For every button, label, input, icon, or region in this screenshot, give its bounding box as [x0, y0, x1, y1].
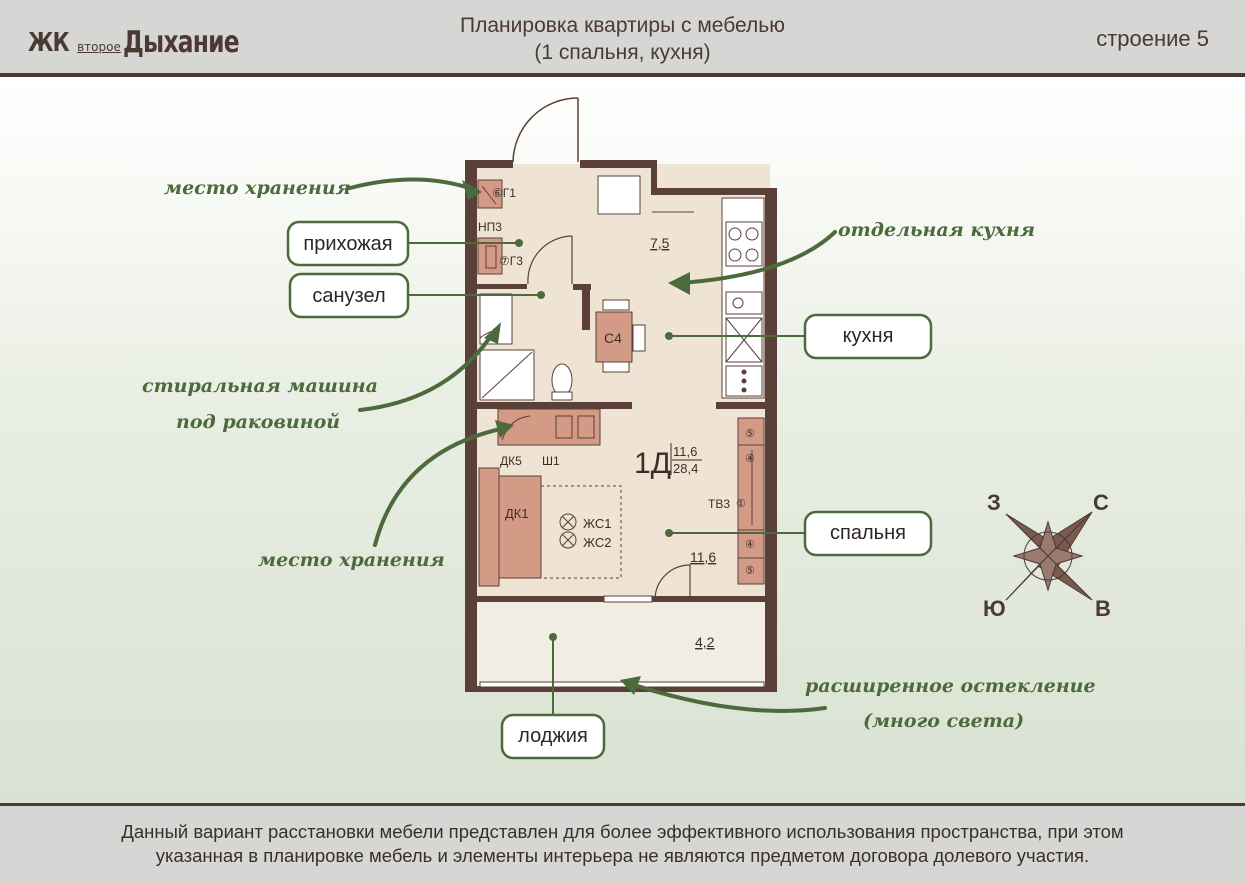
footer-disclaimer: Данный вариант расстановки мебели предст…	[0, 803, 1245, 883]
plan-labels: ⑥Г1 НП3 ⑦Г3 7,5 С4 ДК5 Ш1 ДК1 ЖС1 ЖС2 1Д…	[478, 186, 755, 650]
balcony-door	[654, 564, 691, 599]
logo: ЖК второе Дыхание	[28, 22, 271, 60]
mark-tv3: ТВ3	[708, 497, 730, 511]
compass-s: Ю	[983, 596, 1006, 621]
disclaimer-text: Данный вариант расстановки мебели предст…	[40, 820, 1205, 868]
logo-dykhanie: Дыхание	[122, 25, 240, 60]
mark-n4a: ④	[745, 453, 755, 465]
label-lodzhiya: лоджия	[518, 725, 588, 747]
title-line-1: Планировка квартиры с мебелью	[460, 14, 785, 37]
box-spalnya	[803, 510, 933, 557]
total-area: 28,4	[673, 461, 698, 476]
mark-g1: ⑥Г1	[492, 186, 516, 200]
mark-g3: ⑦Г3	[499, 254, 523, 268]
room-labels: прихожая санузел кухня спальня лоджия	[303, 233, 906, 747]
callout-washer-2: под раковиной	[176, 411, 340, 433]
callout-storage-top: место хранения	[164, 177, 351, 199]
disclaimer-line-2: указанная в планировке мебель и элементы…	[155, 845, 1090, 866]
label-prikhozhaya: прихожая	[303, 233, 392, 255]
floor-plan-svg: ⑥Г1 НП3 ⑦Г3 7,5 С4 ДК5 Ш1 ДК1 ЖС1 ЖС2 1Д…	[142, 97, 1111, 760]
callout-glazing-1: расширенное остекление	[805, 675, 1096, 697]
logo-zk: ЖК	[28, 28, 70, 58]
page-title: Планировка квартиры с мебелью (1 спальня…	[400, 12, 845, 66]
mark-dk5: ДК5	[500, 454, 522, 468]
apartment-type: 1Д	[634, 447, 671, 480]
box-prikhozhaya	[286, 220, 410, 267]
area-kitchen: 7,5	[650, 235, 670, 251]
connector-lines	[408, 242, 805, 716]
living-area: 11,6	[673, 444, 697, 459]
callout-washer-1: стиральная машина	[142, 375, 378, 397]
area-loggia: 4,2	[695, 634, 715, 650]
label-sanuzel: санузел	[312, 285, 385, 307]
entrance-door	[512, 97, 579, 163]
compass-n: С	[1093, 490, 1109, 515]
callout-texts: место хранения отдельная кухня стиральна…	[142, 177, 1096, 732]
header: ЖК второе Дыхание Планировка квартиры с …	[0, 0, 1245, 77]
mark-sh1: Ш1	[542, 454, 560, 468]
plan-area: ⑥Г1 НП3 ⑦Г3 7,5 С4 ДК5 Ш1 ДК1 ЖС1 ЖС2 1Д…	[0, 77, 1245, 803]
title-line-2: (1 спальня, кухня)	[534, 41, 711, 64]
box-lodzhiya	[500, 713, 606, 760]
label-spalnya: спальня	[830, 522, 906, 544]
compass-w: З	[987, 490, 1001, 515]
arrow-heads	[462, 180, 690, 695]
bathroom-door	[527, 235, 573, 285]
disclaimer-line-1: Данный вариант расстановки мебели предст…	[121, 821, 1124, 842]
mark-n5a: ⑤	[745, 428, 755, 440]
compass-rose-icon	[1005, 511, 1093, 601]
mark-zhs2: ЖС2	[583, 535, 611, 550]
box-kukhnya	[803, 313, 933, 360]
mark-np3: НП3	[478, 220, 502, 234]
mark-n1: ①	[736, 498, 746, 510]
label-kukhnya: кухня	[843, 325, 894, 347]
callout-arrows	[348, 177, 837, 713]
mark-n4b: ④	[745, 539, 755, 551]
box-sanuzel	[288, 272, 410, 319]
building-number: строение 5	[1096, 26, 1209, 51]
callout-separate-kitchen: отдельная кухня	[838, 219, 1035, 241]
compass: З С Ю В	[983, 490, 1111, 621]
compass-e: В	[1095, 596, 1111, 621]
mark-dk1: ДК1	[505, 506, 529, 521]
logo-vtoroe: второе	[77, 40, 121, 54]
furniture	[477, 175, 765, 587]
label-boxes	[286, 220, 933, 760]
mark-zhs1: ЖС1	[583, 516, 611, 531]
mark-n5b: ⑤	[745, 565, 755, 577]
mark-c4: С4	[604, 330, 622, 346]
callout-storage-bottom: место хранения	[258, 549, 445, 571]
area-bedroom: 11,6	[690, 549, 716, 565]
connector-dots	[515, 239, 673, 641]
callout-glazing-2: (много света)	[863, 710, 1024, 732]
